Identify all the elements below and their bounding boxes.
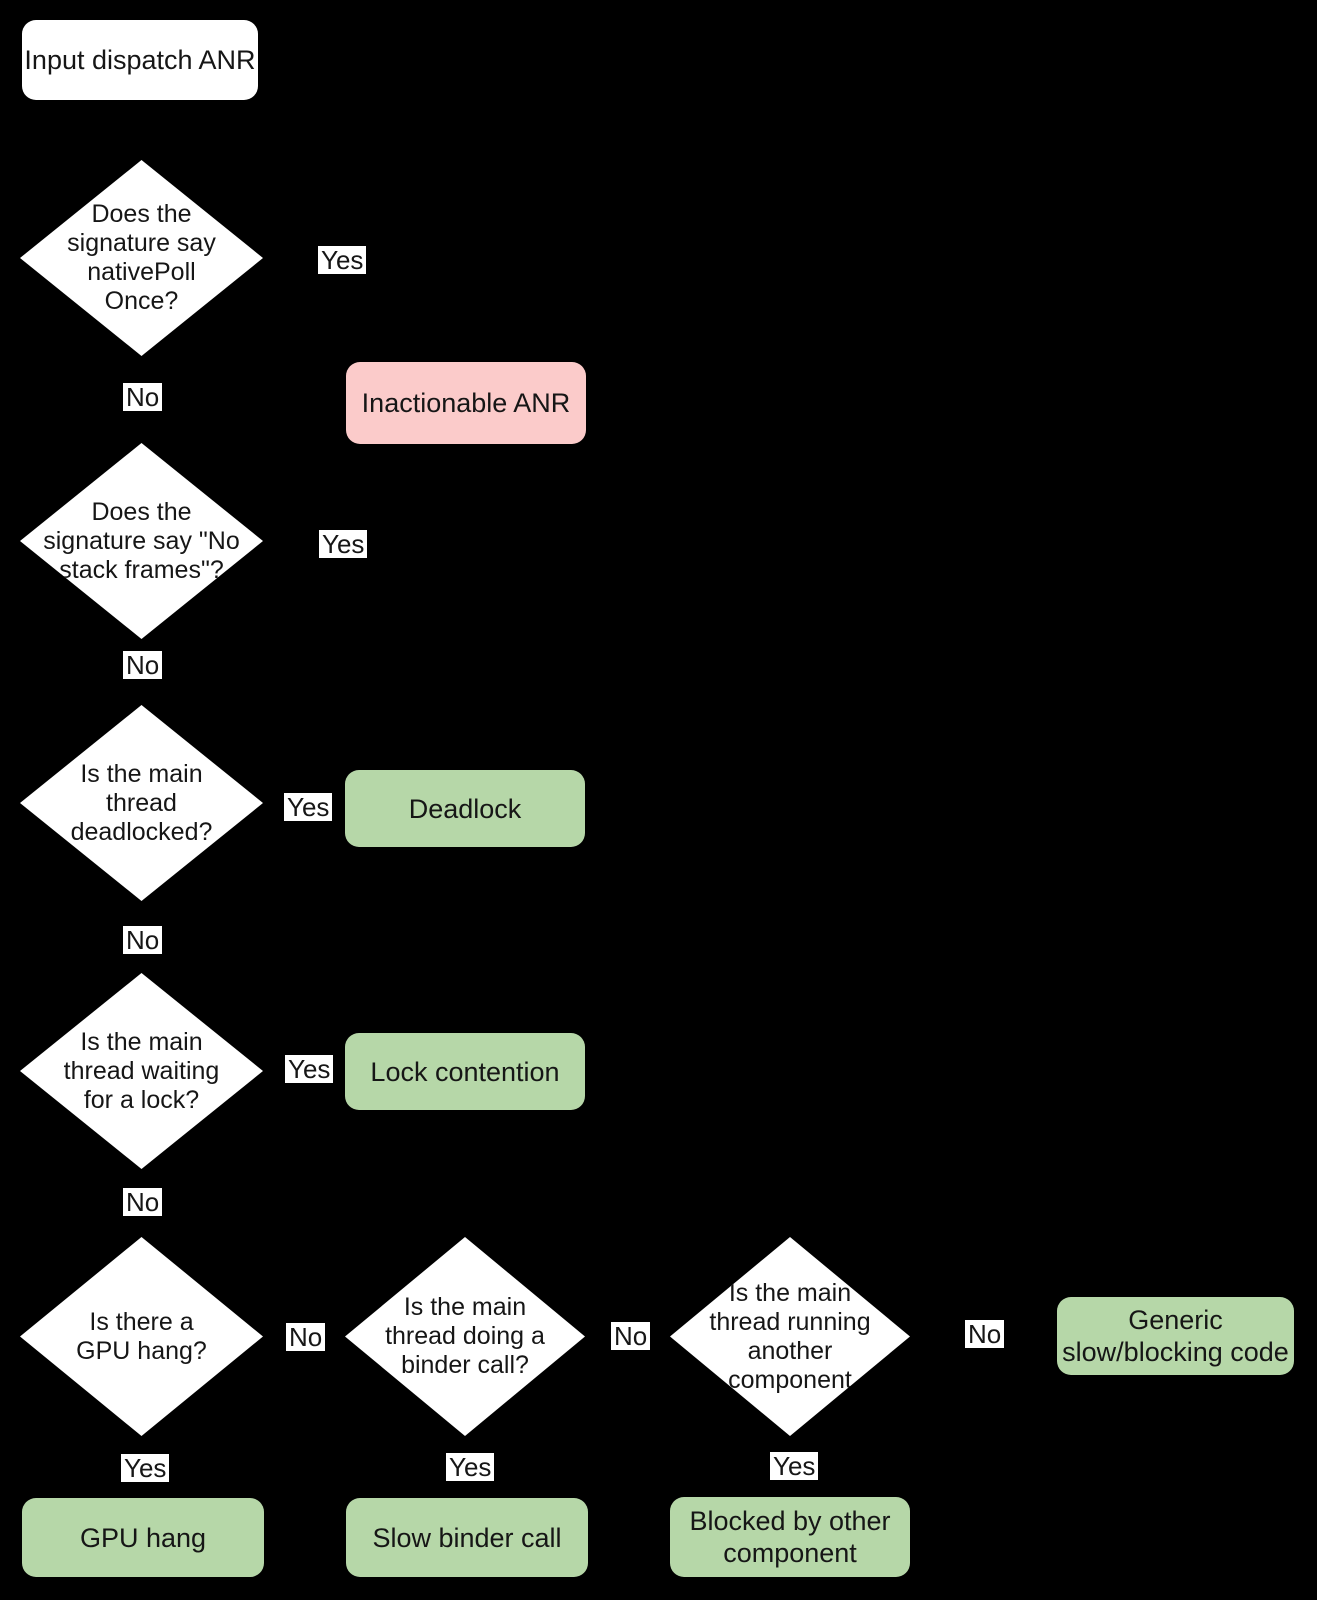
edge-label-deadlocked-yes: Yes [284, 793, 333, 821]
edge-label-another-component-yes: Yes [770, 1452, 819, 1480]
decision-main-thread-deadlocked-label: Is the main thread deadlocked? [70, 759, 213, 846]
edge-label-another-component-no: No [965, 1320, 1005, 1348]
edge-label-waiting-lock-no: No [123, 1188, 163, 1216]
decision-running-another-component: Is the main thread running another compo… [670, 1237, 910, 1436]
edge-label-gpu-hang-no: No [286, 1323, 326, 1351]
decision-main-thread-waiting-lock-label: Is the main thread waiting for a lock? [63, 1027, 220, 1114]
decision-main-thread-deadlocked: Is the main thread deadlocked? [20, 705, 263, 901]
edge-label-binder-call-yes: Yes [446, 1453, 495, 1481]
decision-running-another-component-label: Is the main thread running another compo… [709, 1278, 871, 1394]
node-lock-contention: Lock contention [345, 1033, 585, 1110]
node-generic-slow-blocking-code-label: Generic slow/blocking code [1062, 1305, 1289, 1367]
node-input-dispatch-anr: Input dispatch ANR [22, 20, 258, 100]
node-blocked-by-other-component-label: Blocked by other component [689, 1506, 891, 1568]
node-gpu-hang: GPU hang [22, 1498, 264, 1577]
node-input-dispatch-anr-label: Input dispatch ANR [24, 45, 256, 75]
node-generic-slow-blocking-code: Generic slow/blocking code [1057, 1297, 1294, 1375]
node-inactionable-anr: Inactionable ANR [346, 362, 586, 444]
decision-signature-no-stack-frames: Does the signature say "No stack frames"… [20, 443, 263, 639]
node-slow-binder-call-label: Slow binder call [372, 1522, 562, 1553]
edge-label-nativepoll-no: No [123, 383, 163, 411]
node-blocked-by-other-component: Blocked by other component [670, 1497, 910, 1577]
decision-binder-call: Is the main thread doing a binder call? [345, 1237, 585, 1436]
node-deadlock-label: Deadlock [408, 793, 522, 824]
decision-signature-nativepoll-label: Does the signature say nativePoll Once? [67, 200, 216, 315]
edge-label-no-stack-frames-yes: Yes [319, 530, 368, 558]
decision-main-thread-waiting-lock: Is the main thread waiting for a lock? [20, 973, 263, 1169]
edge-label-gpu-hang-yes: Yes [121, 1454, 170, 1482]
edge-label-deadlocked-no: No [123, 926, 163, 954]
decision-signature-nativepoll: Does the signature say nativePoll Once? [20, 160, 263, 356]
edge-label-nativepoll-yes: Yes [318, 246, 367, 274]
node-lock-contention-label: Lock contention [370, 1056, 560, 1087]
node-slow-binder-call: Slow binder call [346, 1498, 588, 1577]
edge-label-no-stack-frames-no: No [123, 651, 163, 679]
edge-label-binder-call-no: No [611, 1322, 651, 1350]
edge-label-waiting-lock-yes: Yes [285, 1055, 334, 1083]
decision-binder-call-label: Is the main thread doing a binder call? [385, 1293, 545, 1379]
node-deadlock: Deadlock [345, 770, 585, 847]
node-inactionable-anr-label: Inactionable ANR [361, 388, 571, 418]
decision-gpu-hang-label: Is there a GPU hang? [76, 1307, 207, 1365]
decision-gpu-hang: Is there a GPU hang? [20, 1237, 263, 1436]
node-gpu-hang-label: GPU hang [79, 1522, 207, 1553]
decision-signature-no-stack-frames-label: Does the signature say "No stack frames"… [43, 497, 240, 584]
